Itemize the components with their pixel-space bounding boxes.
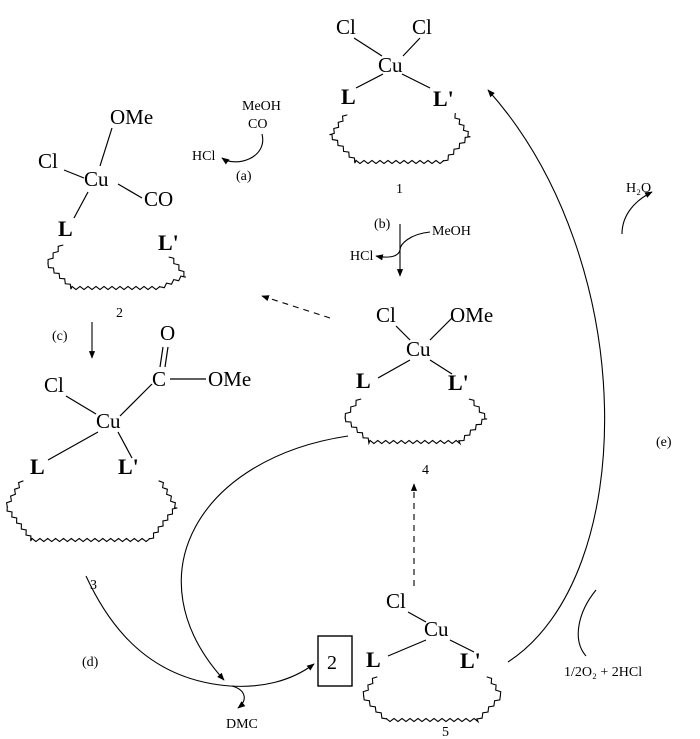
c3-number: 3 [90,578,97,593]
compound-5: Cl Cu L L' 5 2 [317,589,502,739]
step-d-label: (d) [82,655,99,670]
step-b-label: (b) [374,217,391,232]
step-a-label: (a) [236,169,252,184]
step-e-arrow [487,89,606,663]
c1-bond-lprime [401,73,431,89]
c2-co: CO [144,187,173,211]
c3-bond-cl [65,395,97,415]
step-b-hcl-curve [375,249,401,261]
step-c-label: (c) [52,329,68,344]
c2-cl: Cl [38,149,58,173]
c3-macrocycle [5,480,178,543]
step-b-meoh: MeOH [432,224,471,239]
step-e-h2o-arrow [621,191,653,235]
step-a-co: CO [248,117,267,132]
step-e-o2hcl: 1/2O₂ + 2HCl [564,665,642,680]
c4-ome: OMe [450,303,493,327]
c4-bond-ome [429,317,453,341]
c3-ome: OMe [208,367,251,391]
c2-bond-co [117,183,143,199]
c2-macrocycle [47,244,187,291]
compound-1: Cl Cl Cu L L' 1 [329,15,471,197]
compound-3: O C OMe Cl Cu L L' 3 [5,321,251,593]
c2-ome: OMe [110,105,153,129]
c1-cl-left: Cl [336,15,356,39]
c5-bond-l [387,639,427,657]
c3-bond-co-b [164,346,169,368]
c5-number: 5 [442,725,449,739]
c1-macrocycle [329,113,471,165]
boxed-2-frame [317,635,353,687]
c5-bond-cl [407,611,427,623]
step-d: (d) DMC [82,435,349,732]
boxed-2-label: 2 [327,652,337,674]
step-d-dmc: DMC [226,717,258,732]
c5-bond-lprime [449,639,475,653]
c4-ligand-lprime: L' [448,370,469,395]
c5-macrocycle [362,676,502,724]
c1-bond-cl1 [353,37,383,57]
c4-ligand-l: L [356,368,371,393]
c4-bond-cl [395,325,411,341]
step-a-meoh: MeOH [242,99,281,114]
c2-bond-ome [99,127,113,167]
c3-ligand-l: L [30,454,45,479]
c3-bond-cu-c [119,383,153,417]
c2-bond-l [73,191,89,219]
c3-ligand-lprime: L' [118,454,139,479]
c3-cl: Cl [44,373,64,397]
c3-bond-co-a [159,346,164,368]
c4-cl: Cl [376,303,396,327]
step-b: (b) MeOH HCl [350,217,471,277]
c5-ligand-l: L [366,647,381,672]
c5-cu: Cu [424,617,449,641]
c1-bond-cl2 [402,37,421,57]
c3-bond-lprime [117,431,133,459]
dashed-arrow-4-to-2 [261,295,331,319]
step-a-arrow [221,133,264,165]
c2-bond-cl [63,169,85,179]
step-e-o2-curve [577,589,597,657]
c3-c: C [152,367,166,391]
c4-cu: Cu [406,337,431,361]
step-d-dmc-arrow [231,685,246,709]
step-a: MeOH CO HCl (a) [192,99,281,184]
step-d-arrow-from-3 [85,575,315,687]
c1-cl-right: Cl [412,15,432,39]
c3-cu: Cu [96,409,121,433]
c1-ligand-lprime: L' [433,86,454,111]
step-e-label: (e) [656,435,672,450]
compound-4: Cl OMe Cu L L' 4 [344,303,493,478]
step-b-hcl: HCl [350,249,373,264]
c4-macrocycle [344,398,488,446]
step-b-meoh-curve [399,231,431,251]
c2-ligand-lprime: L' [158,230,179,255]
c5-ligand-lprime: L' [460,648,481,673]
c2-number: 2 [116,306,123,321]
c2-ligand-l: L [58,216,73,241]
c4-number: 4 [422,463,429,478]
compound-2: OMe Cl Cu CO L L' 2 [38,105,187,321]
step-e: (e) 1/2O₂ + 2HCl H₂O [487,89,672,680]
step-e-h2o: H₂O [626,181,651,196]
c3-o: O [160,321,175,345]
step-c: (c) [52,322,96,359]
step-a-hcl: HCl [192,149,215,164]
c2-cu: Cu [84,167,109,191]
c4-bond-l [377,359,411,379]
c4-bond-lprime [429,359,453,375]
c3-bond-l [47,431,99,461]
c1-bond-l [355,73,384,89]
c1-cu: Cu [378,53,403,77]
c1-number: 1 [396,182,403,197]
c5-cl: Cl [386,589,406,613]
step-d-arrow-from-4 [180,435,349,681]
c1-ligand-l: L [341,84,356,109]
